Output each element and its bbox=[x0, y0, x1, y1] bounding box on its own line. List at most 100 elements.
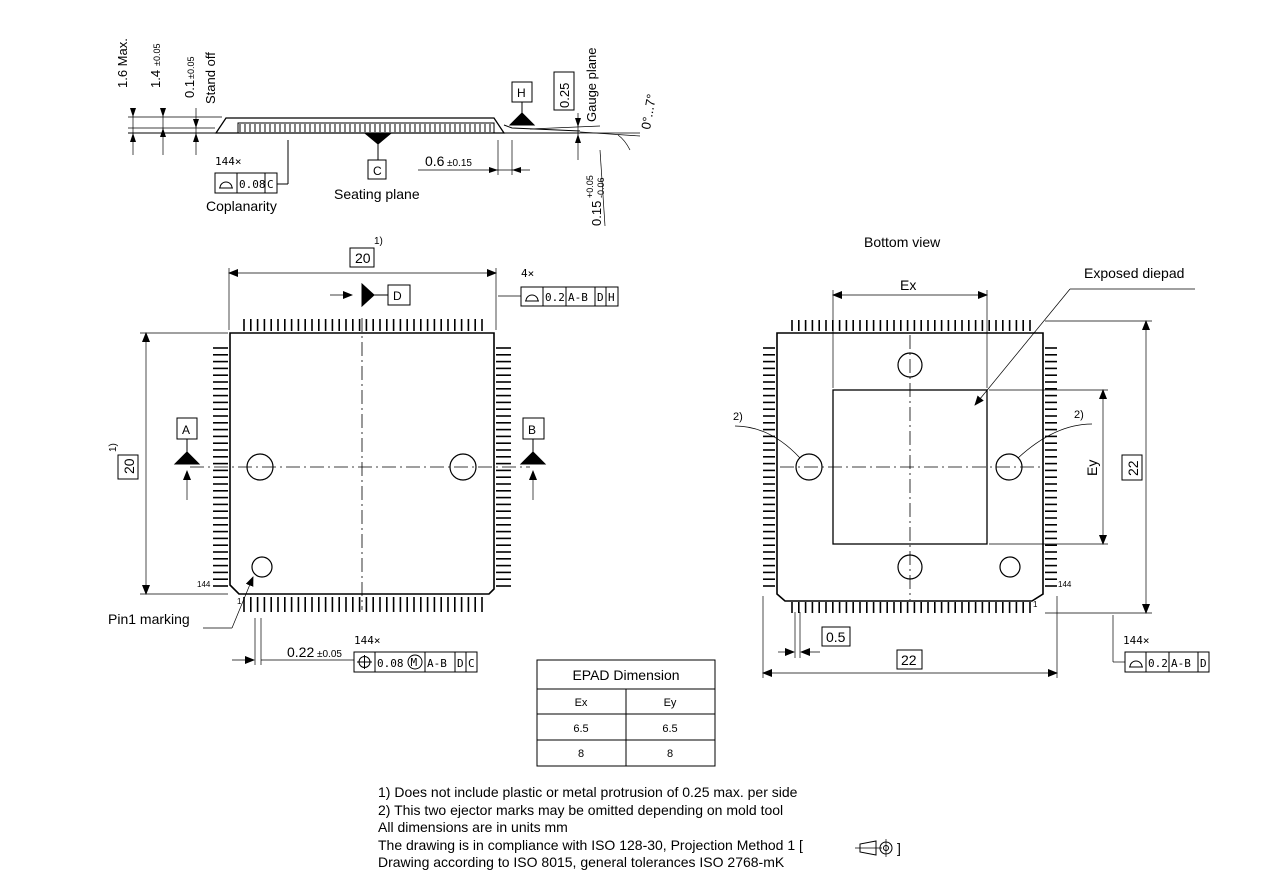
ejector-note-left: 2) bbox=[733, 411, 743, 423]
position-datum2: D bbox=[457, 657, 464, 670]
gauge-value: 0.25 bbox=[557, 83, 572, 108]
coplanarity-datum: C bbox=[267, 178, 274, 191]
bottom-pin-label-144: 144 bbox=[1058, 580, 1072, 589]
bottom-view-title: Bottom view bbox=[864, 234, 941, 250]
height-max-label: 1.6 Max. bbox=[115, 38, 130, 88]
epad-table: EPAD Dimension Ex Ey 6.5 6.5 8 8 bbox=[536, 659, 716, 767]
epad-header-ex: Ex bbox=[575, 697, 588, 709]
top-height-note: 1) bbox=[108, 443, 119, 452]
gauge-label: Gauge plane bbox=[584, 48, 599, 122]
pin1-dot bbox=[251, 556, 273, 578]
notes-suffix: ] bbox=[897, 840, 901, 856]
datum-c-box bbox=[367, 159, 387, 180]
top-view-labels: 20 1) 20 1) D A B 144 1 Pin1 marking 0.2… bbox=[108, 236, 536, 660]
bottom-width-box bbox=[896, 649, 923, 670]
top-profile-datum2: D bbox=[597, 291, 604, 304]
top-profile-count: 4× bbox=[521, 267, 534, 280]
top-height-value: 20 bbox=[121, 458, 137, 474]
datum-a: A bbox=[182, 423, 190, 437]
epad-table-title: EPAD Dimension bbox=[572, 667, 679, 683]
gauge-box bbox=[553, 71, 575, 111]
side-lead-row bbox=[237, 122, 495, 134]
top-body-outline bbox=[229, 332, 495, 595]
datum-d: D bbox=[393, 289, 402, 303]
position-datum1: A-B bbox=[427, 657, 447, 670]
datum-h: H bbox=[517, 86, 526, 100]
bottom-height-box bbox=[1121, 454, 1143, 481]
bottom-profile-count: 144× bbox=[1123, 634, 1150, 647]
bottom-profile-frame: 0.2 A-B D 144× bbox=[1123, 634, 1210, 673]
top-height-box bbox=[117, 454, 139, 480]
exposed-diepad-label: Exposed diepad bbox=[1084, 265, 1184, 281]
coplanarity-label: Coplanarity bbox=[206, 198, 277, 214]
datum-c: C bbox=[373, 164, 382, 178]
pin1-marking-label: Pin1 marking bbox=[108, 611, 190, 627]
datum-b: B bbox=[528, 423, 536, 437]
bottom-lead-rows bbox=[763, 320, 1057, 613]
ejector-right bbox=[995, 453, 1023, 481]
lead-thickness-value: 0.15 bbox=[589, 201, 604, 226]
seating-plane-label: Seating plane bbox=[334, 186, 420, 202]
angle-label: 0°...7° bbox=[638, 93, 659, 131]
ejector-top bbox=[897, 352, 923, 378]
side-view bbox=[128, 71, 641, 227]
lead-length-value: 0.6 bbox=[425, 153, 445, 169]
top-width-value: 20 bbox=[355, 250, 371, 266]
ejector-left bbox=[795, 453, 823, 481]
standoff-value: 0.1 bbox=[182, 80, 197, 98]
lead-length-tol: ±0.15 bbox=[447, 158, 472, 169]
note-line: The drawing is in compliance with ISO 12… bbox=[378, 836, 803, 853]
epad-header-ey: Ey bbox=[664, 697, 677, 709]
coplanarity-count: 144× bbox=[215, 155, 242, 168]
top-lead-rows bbox=[213, 319, 511, 612]
note-line: 1) Does not include plastic or metal pro… bbox=[378, 784, 798, 800]
standoff-label: Stand off bbox=[203, 52, 218, 104]
lead-thickness-tol-minus: -0.06 bbox=[596, 177, 606, 198]
bottom-profile-datum2: D bbox=[1200, 657, 1207, 670]
epad-cell: 6.5 bbox=[662, 723, 677, 735]
top-profile-datum3: H bbox=[608, 291, 615, 304]
bottom-width-value: 22 bbox=[901, 652, 917, 668]
ejector-mark-right bbox=[449, 453, 477, 481]
ey-label: Ey bbox=[1084, 460, 1100, 476]
top-profile-frame: 0.2 A-B D H 4× bbox=[520, 267, 619, 307]
position-count: 144× bbox=[354, 634, 381, 647]
ejector-note-right: 2) bbox=[1074, 409, 1084, 421]
epad-cell: 8 bbox=[578, 748, 584, 760]
top-width-note: 1) bbox=[374, 236, 383, 247]
bottom-pin-dot bbox=[999, 556, 1021, 578]
note-line: Drawing according to ISO 8015, general t… bbox=[378, 854, 785, 870]
position-frame: 0.08 M A-B D C 144× bbox=[353, 634, 478, 673]
epad-cell: 6.5 bbox=[573, 723, 588, 735]
body-height-tol: ±0.05 bbox=[152, 44, 162, 66]
position-datum3: C bbox=[468, 657, 475, 670]
ejector-bottom bbox=[897, 554, 923, 580]
note-line: 2) This two ejector marks may be omitted… bbox=[378, 801, 784, 818]
standoff-tol: ±0.05 bbox=[186, 57, 196, 79]
datum-d-box bbox=[387, 284, 411, 306]
note-line: All dimensions are in units mm bbox=[378, 819, 568, 835]
bottom-profile-value: 0.2 bbox=[1148, 657, 1168, 670]
lead-width-tol: ±0.05 bbox=[317, 649, 342, 660]
side-lead-ticks bbox=[239, 124, 491, 132]
top-width-box bbox=[349, 247, 375, 268]
notes: 1) Does not include plastic or metal pro… bbox=[378, 784, 998, 872]
epad-cell: 8 bbox=[667, 748, 673, 760]
body-height-label: 1.4 bbox=[148, 70, 163, 88]
side-view-labels: 1.6 Max. 1.4 ±0.05 0.1 ±0.05 Stand off H… bbox=[115, 38, 659, 226]
top-pin-label-144: 144 bbox=[197, 580, 211, 589]
coplanarity-frame: 0.08 C 144× bbox=[214, 155, 278, 194]
top-view bbox=[117, 247, 547, 665]
lead-thickness-tol-plus: +0.05 bbox=[585, 175, 595, 198]
bottom-height-value: 22 bbox=[1125, 460, 1141, 476]
bottom-profile-datum1: A-B bbox=[1171, 657, 1191, 670]
pitch-box bbox=[821, 626, 851, 647]
top-profile-value: 0.2 bbox=[545, 291, 565, 304]
position-modifier: M bbox=[411, 656, 418, 669]
position-value: 0.08 bbox=[377, 657, 404, 670]
bottom-view bbox=[734, 288, 1195, 678]
bottom-body-outline bbox=[776, 332, 1044, 602]
top-profile-datum1: A-B bbox=[568, 291, 588, 304]
projection-method-icon bbox=[855, 839, 893, 857]
